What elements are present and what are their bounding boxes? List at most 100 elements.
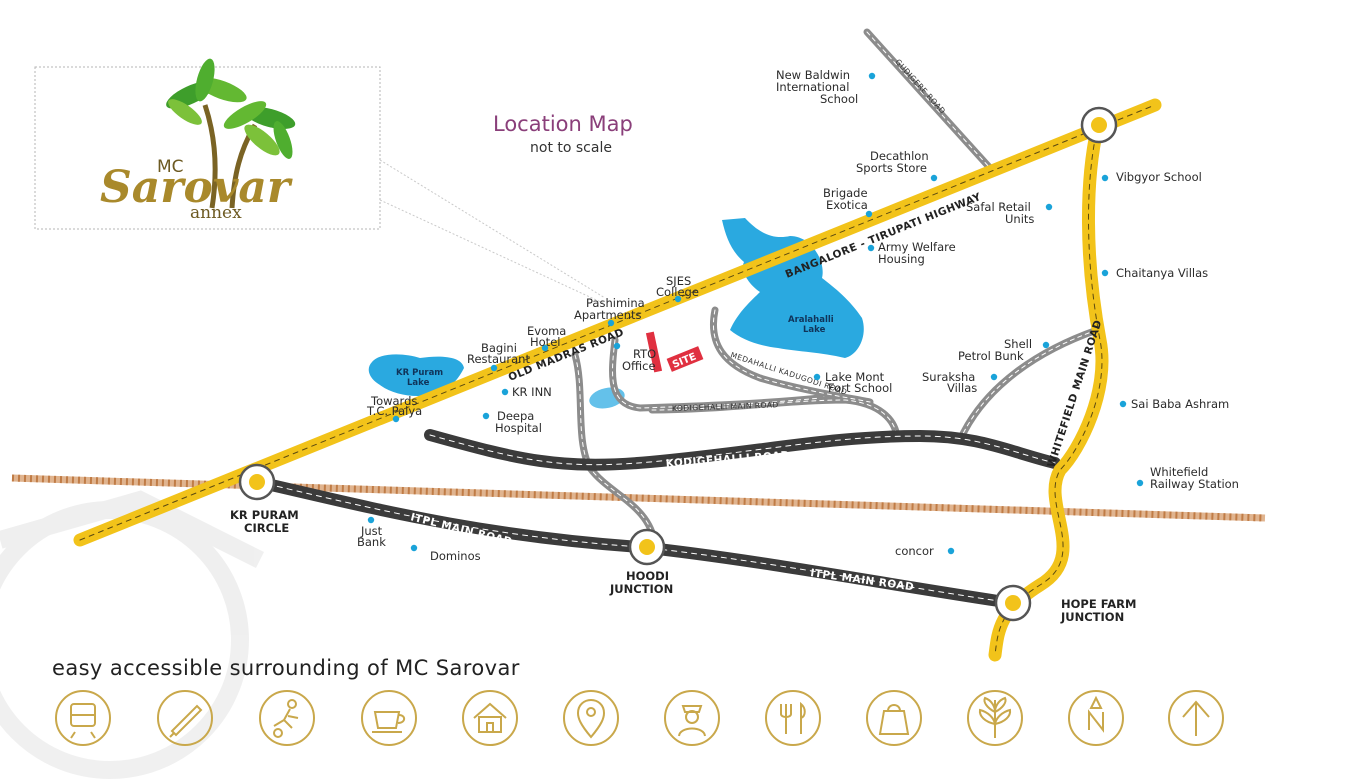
junction-hoodi-line-1: HOODI: [626, 569, 669, 583]
junction-label-kr-puram: KR PURAM CIRCLE: [230, 508, 299, 535]
junction-hoodi-line-2: JUNCTION: [609, 582, 673, 596]
pencil-icon: [157, 690, 213, 746]
junction-hope-farm-line-2: JUNCTION: [1060, 610, 1124, 624]
tagline: easy accessible surrounding of MC Sarova…: [52, 656, 520, 680]
poi-new-baldwin-3: School: [820, 92, 858, 106]
junction-hope-farm: [994, 584, 1032, 622]
secondary-roads: [571, 28, 1101, 549]
poi-decathlon-1: Decathlon: [870, 149, 929, 163]
poi-new-baldwin-2: International: [776, 80, 849, 94]
football-icon: [259, 690, 315, 746]
poi-dot: [865, 210, 873, 218]
junction-label-hope-farm: HOPE FARM JUNCTION: [1060, 597, 1136, 624]
poi-dot: [868, 72, 876, 80]
poi-dot: [1045, 203, 1053, 211]
poi-dot: [1136, 479, 1144, 487]
logo-suffix: annex: [190, 203, 242, 223]
junction-hope-farm-line-1: HOPE FARM: [1061, 597, 1136, 611]
poi-suraksha-2: Villas: [947, 381, 977, 395]
junction-label-hoodi: HOODI JUNCTION: [609, 569, 673, 596]
poi-dot: [1101, 174, 1109, 182]
poi-brigade-2: Exotica: [826, 198, 868, 212]
poi-shell-1: Shell: [1004, 337, 1032, 351]
poi-dot: [392, 415, 400, 423]
coffee-cup-icon: [361, 690, 417, 746]
poi-bagini-1: Bagini: [481, 341, 517, 355]
poi-evoma-2: Hotel: [530, 335, 560, 349]
poi-dot: [367, 516, 375, 524]
nurse-icon: [664, 690, 720, 746]
home-icon: [462, 690, 518, 746]
amenity-icons: [55, 690, 1224, 746]
label-gudigere-road: GUDIGERE ROAD: [894, 57, 948, 115]
aralahalli-lake-label-2: Lake: [803, 325, 826, 335]
poi-deepa-1: Deepa: [497, 409, 534, 423]
kr-puram-lake: KR Puram Lake: [368, 354, 464, 396]
north-compass-icon: [1068, 690, 1124, 746]
leaf-icon: [967, 690, 1023, 746]
label-itpl-main-road-2: ITPL MAIN ROAD: [810, 567, 915, 593]
label-bangalore-tirupati-highway: BANGALORE - TIRUPATI HIGHWAY: [784, 191, 983, 281]
poi-pashimina-1: Pashimina: [586, 296, 645, 310]
poi-lake-mont-2: Fort School: [828, 381, 892, 395]
shopping-bag-icon: [866, 690, 922, 746]
label-kodigehalli-main-road: KODIGEHALLI MAIN ROAD: [672, 400, 779, 413]
poi-dot: [674, 295, 682, 303]
poi-rto-1: RTO: [633, 347, 656, 361]
logo-box: MC Sarovar annex: [34, 58, 606, 305]
poi-labels: New Baldwin International School Decathl…: [357, 68, 1239, 563]
poi-dot: [1119, 400, 1127, 408]
poi-new-baldwin-1: New Baldwin: [776, 68, 850, 82]
arrow-up-icon: [1168, 690, 1224, 746]
poi-whitefield-station-1: Whitefield: [1150, 465, 1208, 479]
location-pin-icon: [563, 690, 619, 746]
aralahalli-lake-label-1: Aralahalli: [788, 315, 834, 325]
poi-just-bank-2: Bank: [357, 535, 386, 549]
poi-shell-2: Petrol Bunk: [958, 349, 1024, 363]
poi-dot: [930, 174, 938, 182]
poi-dot: [607, 319, 615, 327]
poi-lake-mont-1: Lake Mont: [825, 370, 885, 384]
poi-dot: [482, 412, 490, 420]
poi-dot: [1101, 269, 1109, 277]
restaurant-icon: [765, 690, 821, 746]
junction-north-east: [1080, 106, 1118, 144]
junction-kr-puram-circle: [238, 463, 276, 501]
poi-dot: [490, 364, 498, 372]
poi-safal-1: Safal Retail: [966, 200, 1031, 214]
poi-dot: [613, 342, 621, 350]
poi-evoma-1: Evoma: [527, 324, 566, 338]
poi-concor: concor: [895, 544, 934, 558]
palm-tree-icon: [166, 58, 296, 209]
poi-dot: [990, 373, 998, 381]
poi-kr-inn: KR INN: [512, 385, 552, 399]
poi-rto-2: Office: [622, 359, 656, 373]
poi-deepa-2: Hospital: [495, 421, 542, 435]
poi-dot: [501, 388, 509, 396]
poi-sjes-1: SJES: [666, 274, 691, 288]
poi-whitefield-station-2: Railway Station: [1150, 477, 1239, 491]
poi-dot: [410, 544, 418, 552]
poi-dot: [541, 344, 549, 352]
kr-puram-lake-label-1: KR Puram: [396, 368, 443, 378]
poi-sai-baba: Sai Baba Ashram: [1131, 397, 1229, 411]
junction-circles: [238, 106, 1118, 622]
map-title: Location Map: [493, 112, 633, 136]
poi-bagini-2: Restaurant: [467, 352, 530, 366]
poi-suraksha-1: Suraksha: [922, 370, 975, 384]
background-watermark: [0, 490, 265, 779]
logo-name: Sarovar: [100, 162, 293, 213]
poi-decathlon-2: Sports Store: [856, 161, 927, 175]
poi-dot: [867, 244, 875, 252]
junction-kr-puram-line-2: CIRCLE: [244, 521, 289, 535]
logo-prefix: MC: [157, 157, 184, 177]
poi-dot: [947, 547, 955, 555]
poi-army-welfare-1: Army Welfare: [878, 240, 956, 254]
poi-sjes-2: College: [656, 285, 699, 299]
poi-dominos: Dominos: [430, 549, 481, 563]
poi-brigade-1: Brigade: [823, 186, 868, 200]
site-label: SITE: [671, 351, 698, 370]
kr-puram-lake-label-2: Lake: [407, 378, 430, 388]
poi-dot: [813, 373, 821, 381]
poi-chaitanya: Chaitanya Villas: [1116, 266, 1208, 280]
